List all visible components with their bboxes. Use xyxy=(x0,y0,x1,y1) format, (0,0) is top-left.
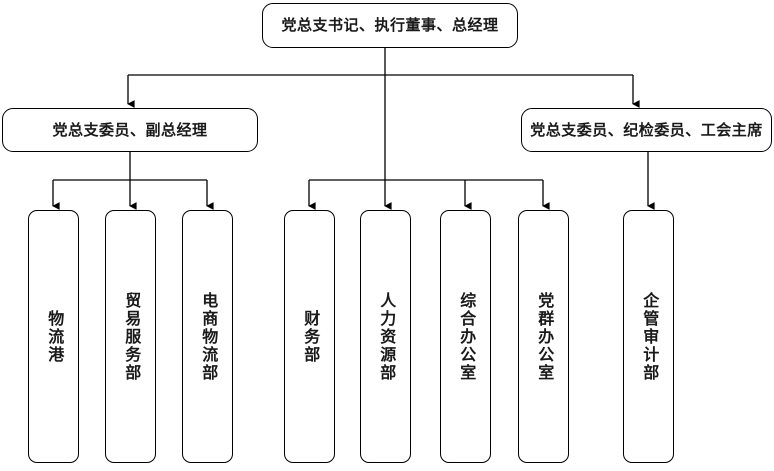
node-dept-ecommerce-logistics[interactable]: 电商物流部 xyxy=(182,210,233,463)
node-dept-human-resources[interactable]: 人力资源部 xyxy=(360,210,411,463)
node-dept-logistics-port[interactable]: 物流港 xyxy=(28,210,79,463)
node-dept-logistics-port-label: 物流港 xyxy=(45,309,63,364)
node-dept-party-mass-office-label: 党群办公室 xyxy=(535,291,553,382)
node-dept-enterprise-audit[interactable]: 企管审计部 xyxy=(623,210,674,463)
node-discipline-union-label: 党总支委员、纪检委员、工会主席 xyxy=(530,121,763,139)
node-dept-finance-label: 财务部 xyxy=(301,309,319,364)
node-dept-finance[interactable]: 财务部 xyxy=(284,210,335,463)
node-dept-enterprise-audit-label: 企管审计部 xyxy=(640,291,658,382)
node-dept-trade-service[interactable]: 贸易服务部 xyxy=(105,210,156,463)
node-top-leader-label: 党总支书记、执行董事、总经理 xyxy=(281,17,499,34)
node-dept-trade-service-label: 贸易服务部 xyxy=(122,291,140,382)
node-discipline-union[interactable]: 党总支委员、纪检委员、工会主席 xyxy=(521,108,772,152)
node-dept-general-office[interactable]: 综合办公室 xyxy=(440,210,491,463)
node-dept-ecommerce-logistics-label: 电商物流部 xyxy=(199,291,217,382)
node-deputy-gm[interactable]: 党总支委员、副总经理 xyxy=(2,108,258,152)
node-dept-general-office-label: 综合办公室 xyxy=(457,291,475,382)
node-dept-human-resources-label: 人力资源部 xyxy=(377,291,395,382)
node-top-leader[interactable]: 党总支书记、执行董事、总经理 xyxy=(262,3,518,48)
node-deputy-gm-label: 党总支委员、副总经理 xyxy=(52,121,208,139)
node-dept-party-mass-office[interactable]: 党群办公室 xyxy=(518,210,569,463)
